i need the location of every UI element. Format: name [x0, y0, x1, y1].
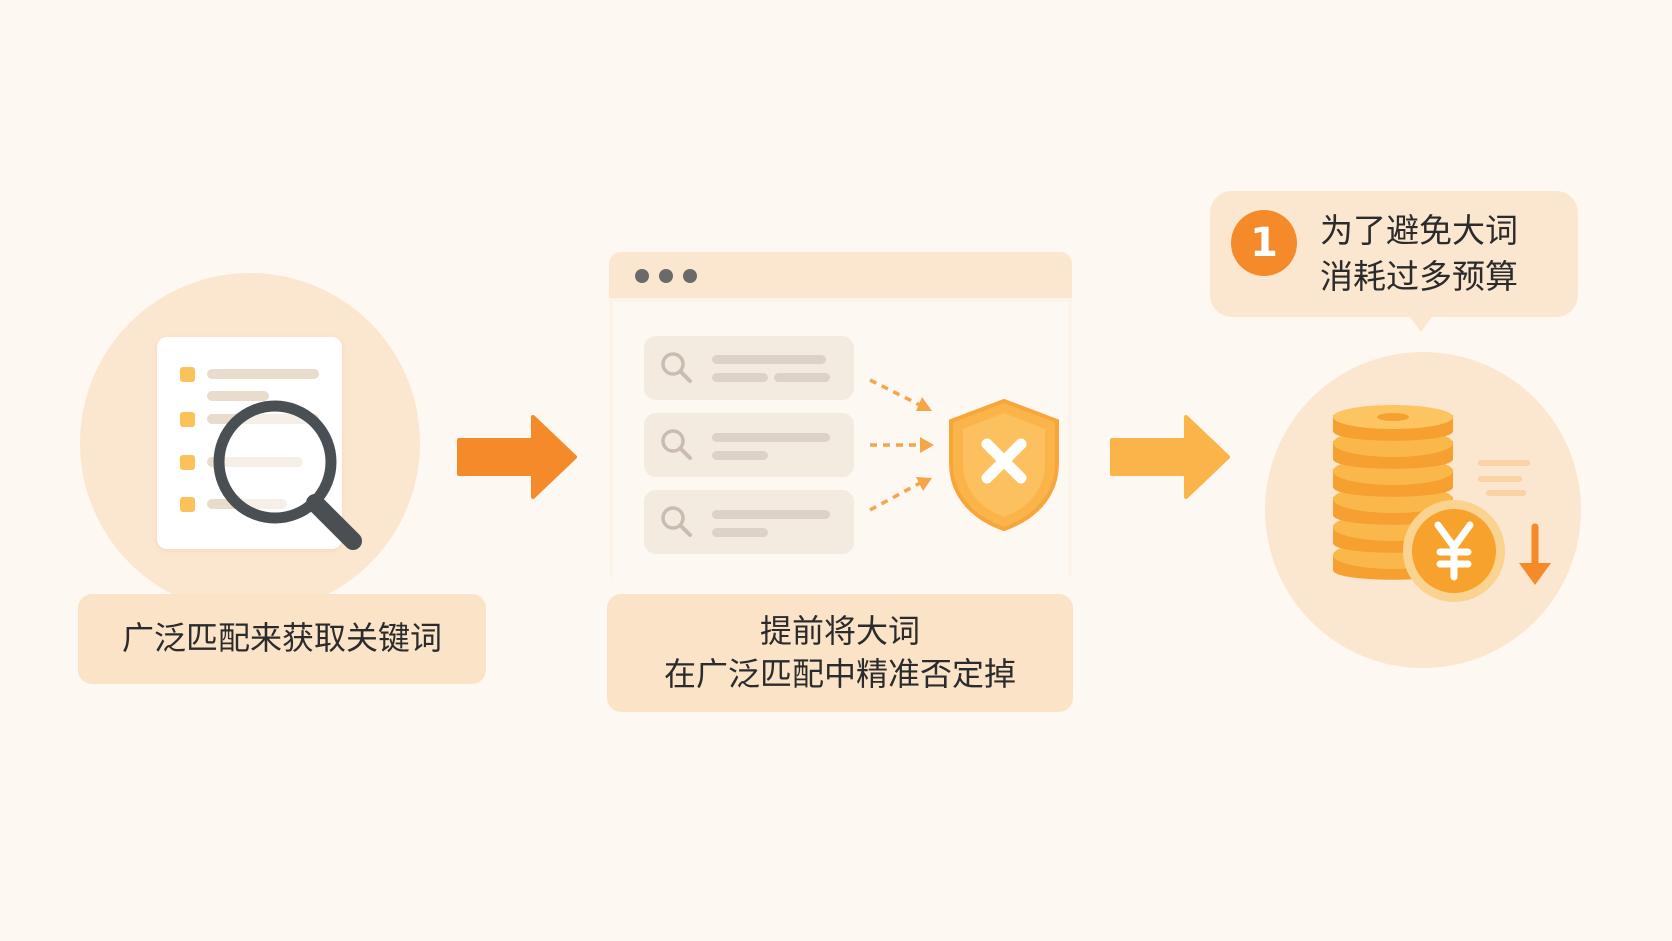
step1-label: 广泛匹配来获取关键词 — [78, 594, 486, 684]
dashed-arrows — [869, 378, 934, 512]
arrow-right-icon — [457, 415, 577, 499]
magnifier-icon — [213, 400, 362, 550]
placeholder-line — [712, 433, 830, 442]
badge-number: 1 — [1250, 220, 1278, 266]
list-line — [207, 369, 319, 379]
step2-label: 提前将大词 在广泛匹配中精准否定掉 — [607, 594, 1073, 712]
search-icon — [661, 506, 692, 537]
step2-label-line1: 提前将大词 — [759, 611, 920, 650]
list-line — [207, 391, 269, 401]
window-dot — [659, 269, 673, 283]
placeholder-line — [712, 373, 768, 382]
placeholder-line — [712, 510, 830, 519]
search-row — [644, 490, 854, 554]
step1-label-text: 广泛匹配来获取关键词 — [121, 619, 442, 658]
callout-line2: 消耗过多预算 — [1320, 257, 1518, 296]
arrow-right-icon — [1110, 415, 1230, 499]
callout-tail — [1408, 314, 1434, 332]
search-row — [644, 336, 854, 400]
window-dot — [635, 269, 649, 283]
search-row — [644, 413, 854, 477]
browser-title-bar — [609, 252, 1072, 298]
window-dot — [683, 269, 697, 283]
search-icon — [661, 429, 692, 460]
callout-line1: 为了避免大词 — [1320, 211, 1518, 250]
placeholder-line — [712, 528, 768, 537]
list-bullet — [180, 455, 195, 470]
list-bullet — [180, 367, 195, 382]
step2-label-line2: 在广泛匹配中精准否定掉 — [663, 655, 1016, 693]
search-icon — [661, 352, 692, 383]
callout-text: 为了避免大词 消耗过多预算 — [1320, 208, 1518, 300]
motion-lines — [1478, 460, 1530, 496]
yen-coin-icon — [1403, 500, 1505, 602]
placeholder-line — [712, 355, 826, 364]
placeholder-line — [712, 451, 768, 460]
list-bullet — [180, 412, 195, 427]
placeholder-line — [774, 373, 830, 382]
list-bullet — [180, 497, 195, 512]
step-number-badge: 1 — [1231, 210, 1297, 276]
down-arrow-icon — [1519, 523, 1551, 585]
shield-x-icon — [949, 398, 1059, 532]
